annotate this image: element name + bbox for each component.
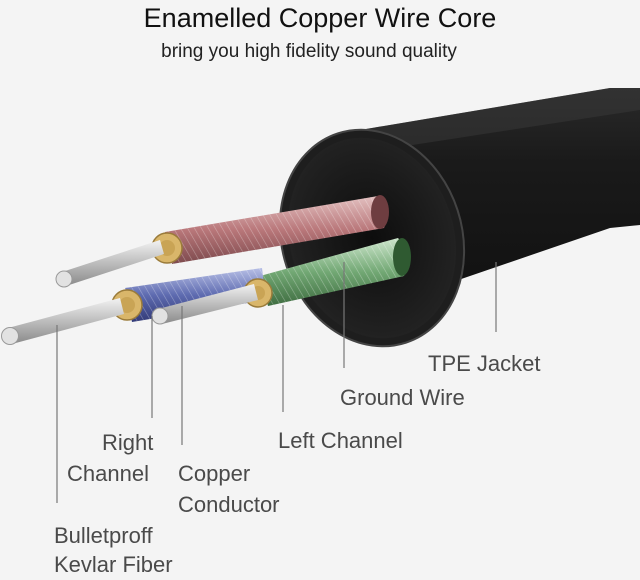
label-tpe-jacket: TPE Jacket <box>428 351 541 376</box>
kevlar-fibers <box>1 240 258 345</box>
leader-lines <box>56 262 497 503</box>
left-channel-strands <box>260 238 411 306</box>
label-ground-wire: Ground Wire <box>340 385 465 410</box>
ground-wire-strands <box>165 195 389 264</box>
label-copper-conductor-line2: Conductor <box>178 492 280 517</box>
label-copper-conductor-line1: Copper <box>178 461 251 486</box>
page-title: Enamelled Copper Wire Core <box>143 3 497 33</box>
label-kevlar-line2: Kevlar Fiber <box>54 552 173 577</box>
label-left-channel: Left Channel <box>278 428 403 453</box>
label-kevlar-line1: Bulletproff <box>54 523 153 548</box>
label-right-channel-line1: Right <box>102 430 154 455</box>
page-subtitle: bring you high fidelity sound quality <box>161 41 457 62</box>
label-right-channel-line2: Channel <box>67 461 149 486</box>
